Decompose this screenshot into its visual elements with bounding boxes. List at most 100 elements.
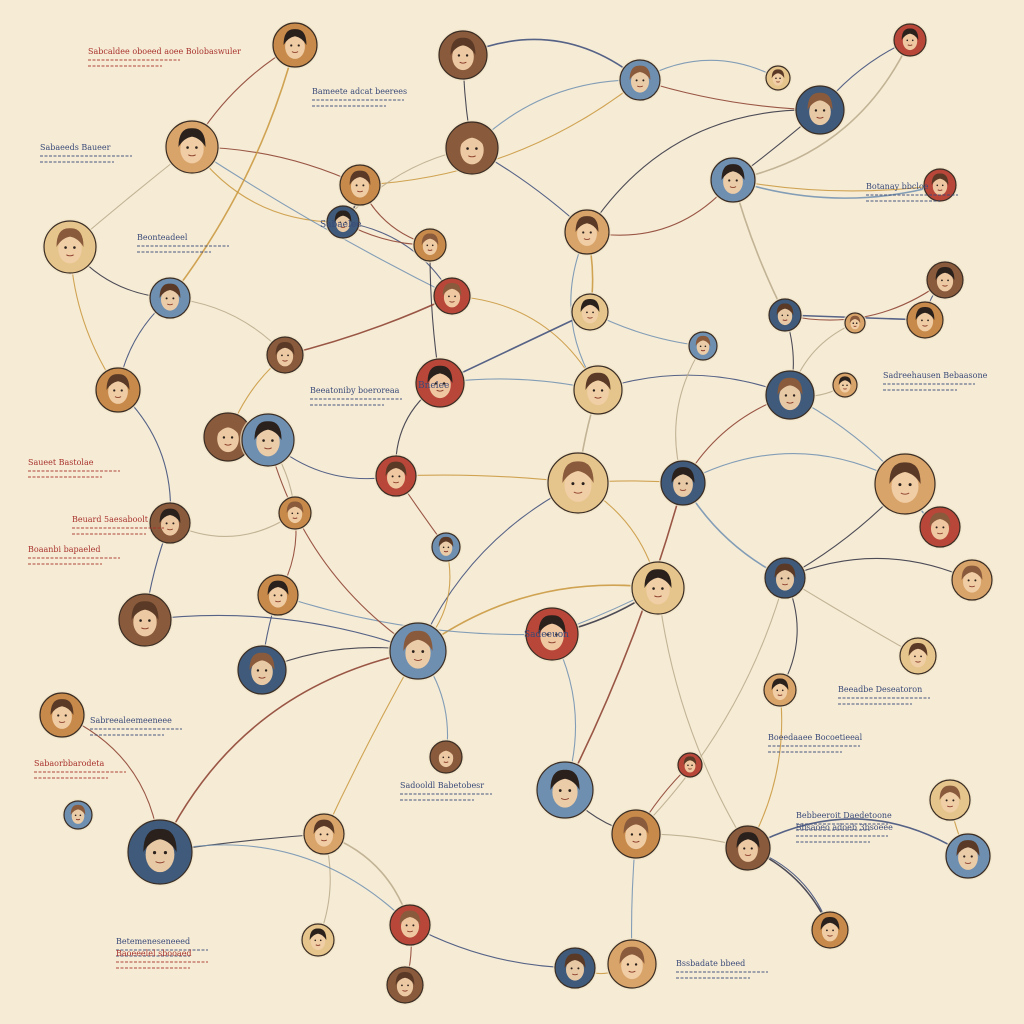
caption-group: Sabcaldee oboeed aoee Bolobaswuler Bamee… (28, 47, 988, 979)
portrait-node (763, 556, 807, 600)
node-label: Sabaelee (320, 220, 362, 230)
connection-edge (284, 295, 453, 356)
portrait-node (374, 454, 418, 498)
portrait-node (905, 300, 945, 340)
node-label: Sadeeuon (524, 630, 569, 640)
portrait-node (437, 29, 489, 81)
connection-edge (586, 109, 821, 233)
caption: Beuard 5aesaboolt (72, 515, 149, 524)
connection-edge (169, 44, 296, 299)
portrait-node (928, 778, 972, 822)
caption: Saueet Bastolae (28, 458, 94, 467)
portrait-node (898, 636, 938, 676)
connection-edge (409, 924, 576, 969)
caption: Bameete adcat beerees (312, 87, 407, 96)
portrait-node (164, 119, 220, 175)
caption: Betemeneseneeed (116, 937, 190, 946)
portrait-node (709, 156, 757, 204)
portrait-node (236, 644, 288, 696)
portrait-node (240, 412, 296, 468)
portrait-node (271, 21, 319, 69)
caption: Bebbeeroit Daedetoone (796, 811, 892, 820)
caption: Beonteadeel (137, 233, 188, 242)
connection-edge (191, 146, 453, 297)
portrait-node (546, 451, 610, 515)
connection-edge (732, 179, 941, 192)
connection-edge (682, 452, 906, 485)
portrait-node (563, 208, 611, 256)
portrait-node (794, 84, 846, 136)
portrait-node (630, 560, 686, 616)
portrait-node (265, 335, 305, 375)
connection-edge (635, 577, 786, 835)
portrait-node (767, 297, 803, 333)
connection-edge (417, 584, 659, 652)
connection-edge (159, 650, 419, 853)
portrait-node (922, 167, 958, 203)
caption: Baoeeelel sbooaed (116, 949, 192, 958)
portrait-node (764, 64, 792, 92)
portrait-node (388, 621, 448, 681)
portrait-node (302, 812, 346, 856)
portrait-node (126, 818, 194, 886)
connection-edges (61, 38, 973, 986)
caption: Beeatoniby boeroreaa (310, 386, 400, 395)
caption: Boaanbi bapaeled (28, 545, 101, 554)
caption: Sbsaoeo adoeb 3bsoeee (796, 823, 893, 832)
connection-edge (597, 374, 791, 396)
connection-edge (784, 577, 919, 657)
portrait-node (762, 672, 798, 708)
portrait-node (610, 808, 662, 860)
connection-edge (784, 557, 973, 581)
portrait-node (764, 369, 816, 421)
portrait-node (148, 276, 192, 320)
caption: Sadooldl Babetobesr (400, 781, 484, 790)
portrait-node (428, 739, 464, 775)
portrait-node (412, 227, 448, 263)
portrait-node (676, 751, 704, 779)
portrait-node (950, 558, 994, 602)
portrait-node (687, 330, 719, 362)
portrait-node (388, 903, 432, 947)
portrait-node (810, 910, 850, 950)
portrait-node (831, 371, 859, 399)
portrait-node (432, 276, 472, 316)
caption: Boeedaaee Bocoetieeal (768, 733, 863, 742)
portrait-node (338, 163, 382, 207)
connection-edge (564, 482, 684, 791)
portrait-node (925, 260, 965, 300)
portrait-node (553, 946, 597, 990)
portrait-node (524, 606, 580, 662)
caption: Botanay bbcloe (866, 182, 929, 191)
connection-edge (732, 39, 911, 181)
connection-edge (359, 79, 641, 186)
connection-edge (657, 587, 749, 849)
caption: Bssbadate bbeed (676, 959, 745, 968)
connection-edge (159, 844, 411, 926)
connection-edge (462, 38, 641, 81)
portrait-node (618, 58, 662, 102)
portrait-node (62, 799, 94, 831)
portrait-node (277, 495, 313, 531)
portrait-node (385, 965, 425, 1005)
portrait-node (535, 760, 595, 820)
connection-edge (784, 279, 946, 321)
portrait-node (918, 505, 962, 549)
caption: Sabaeeds Baueer (40, 143, 111, 152)
portrait-node (202, 411, 254, 463)
portrait-node (570, 292, 610, 332)
connection-edge (639, 79, 821, 111)
portrait-node (430, 531, 462, 563)
caption: Sabcaldee oboeed aoee Bolobaswuler (88, 47, 241, 56)
caption: Beeadbe Deseatoron (838, 685, 922, 694)
portrait-node (148, 501, 192, 545)
portrait-node (892, 22, 928, 58)
portrait-node (38, 691, 86, 739)
caption: Sadreehausen Bebaasone (883, 371, 988, 380)
portrait-node (325, 204, 361, 240)
portrait-node (42, 219, 98, 275)
portrait-node (444, 120, 500, 176)
node-label: Bnelee (418, 381, 449, 391)
portrait-node (944, 832, 992, 880)
